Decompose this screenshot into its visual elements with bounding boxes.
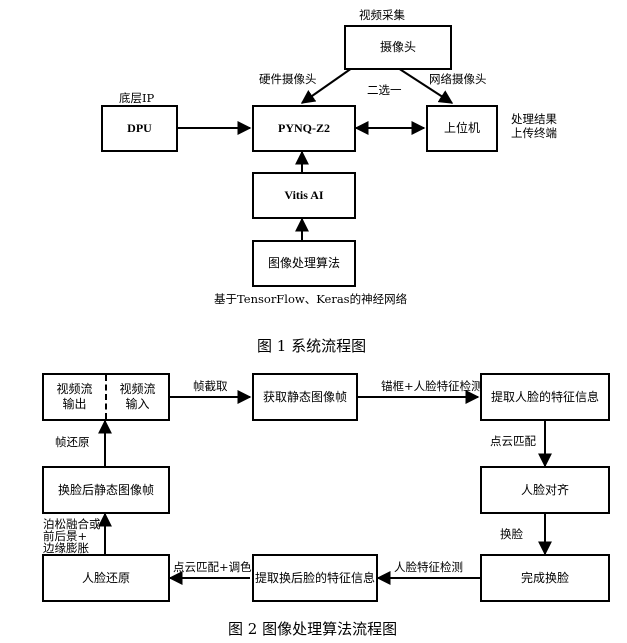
node-extract-swapped: 提取换后脸的特征信息 — [252, 554, 378, 602]
label-swap-face: 换脸 — [500, 527, 523, 541]
node-video-in-text: 视频流 输入 — [119, 382, 156, 411]
node-camera: 摄像头 — [344, 25, 452, 70]
label-point-cloud-match: 点云匹配 — [490, 434, 536, 448]
label-face-feature-detect: 人脸特征检测 — [394, 560, 463, 574]
node-get-frame: 获取静态图像帧 — [252, 373, 358, 421]
label-frame-restore: 帧还原 — [55, 435, 90, 449]
node-video-stream: 视频流 输出 视频流 输入 — [42, 373, 170, 421]
label-network-camera: 网络摄像头 — [429, 72, 487, 86]
arrow-camera-to-host — [397, 67, 454, 104]
node-face-align: 人脸对齐 — [480, 466, 610, 514]
figure1-caption: 图 1 系统流程图 — [257, 337, 367, 355]
dashed-divider — [105, 375, 107, 419]
label-result-line2: 上传终端 — [511, 126, 557, 140]
node-algo: 图像处理算法 — [252, 240, 356, 287]
node-video-in: 视频流 输入 — [107, 375, 168, 419]
label-anchor-detect: 锚框+人脸特征检测 — [381, 379, 483, 393]
node-video-out: 视频流 输出 — [44, 375, 105, 419]
label-bottom-ip: 底层IP — [119, 91, 155, 105]
label-result-line1: 处理结果 — [511, 112, 557, 126]
label-hardware-camera: 硬件摄像头 — [259, 72, 317, 86]
label-video-capture: 视频采集 — [359, 8, 405, 22]
label-neural-net: 基于TensorFlow、Keras的神经网络 — [214, 292, 408, 306]
node-face-restore: 人脸还原 — [42, 554, 170, 602]
node-host: 上位机 — [426, 105, 498, 152]
node-video-out-text: 视频流 输出 — [56, 382, 93, 411]
node-pynq: PYNQ-Z2 — [252, 105, 356, 152]
label-choose-one: 二选一 — [367, 83, 402, 97]
label-poisson-line3: 边缘膨胀 — [43, 541, 89, 555]
node-extract-face: 提取人脸的特征信息 — [480, 373, 610, 421]
label-poisson-line1: 泊松融合或 — [43, 517, 101, 531]
label-frame-capture: 帧截取 — [193, 379, 228, 393]
label-poisson-line2: 前后景+ — [43, 529, 88, 543]
node-swapped-frame: 换脸后静态图像帧 — [42, 466, 170, 514]
label-match-color: 点云匹配+调色 — [173, 560, 252, 574]
figure2-caption: 图 2 图像处理算法流程图 — [228, 620, 398, 638]
node-swap-done: 完成换脸 — [480, 554, 610, 602]
arrow-camera-to-pynq — [300, 67, 353, 104]
node-vitis: Vitis AI — [252, 172, 356, 219]
node-dpu: DPU — [101, 105, 178, 152]
